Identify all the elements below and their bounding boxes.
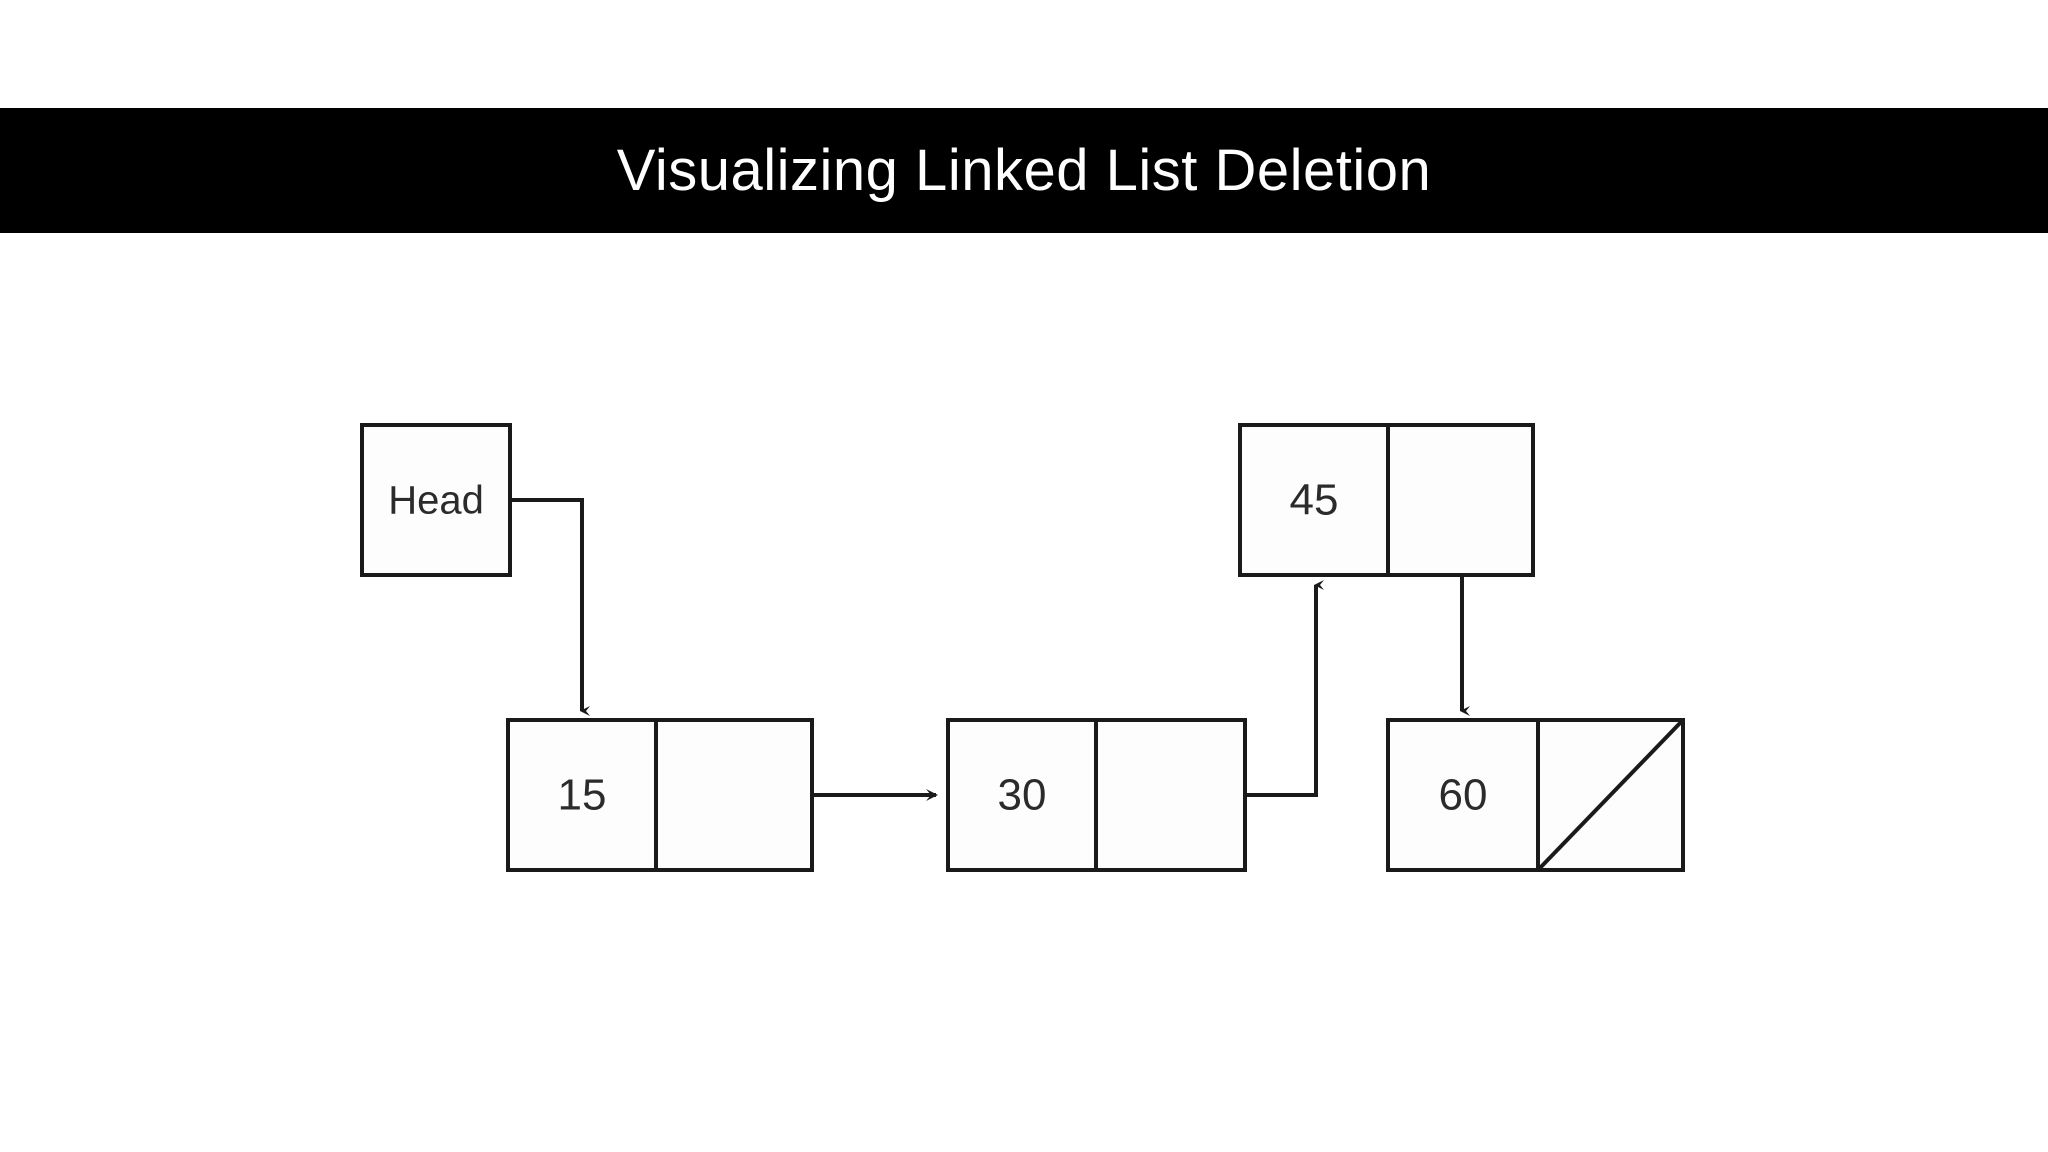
node-15-rect (506, 718, 814, 872)
diagram-svg: Head 15 30 45 60 (360, 423, 1685, 872)
linked-list-diagram: Head 15 30 45 60 (0, 233, 2048, 1152)
node-15: 15 (506, 718, 814, 872)
node-60: 60 (1386, 718, 1685, 872)
node-45: 45 (1238, 423, 1535, 577)
head-label: Head (388, 479, 484, 523)
head-box-rect (360, 423, 512, 577)
head-box: Head (360, 423, 512, 577)
page-title: Visualizing Linked List Deletion (616, 137, 1432, 203)
title-banner: Visualizing Linked List Deletion (0, 108, 2048, 233)
node-45-value: 45 (1290, 476, 1339, 525)
node-30-value: 30 (998, 771, 1047, 820)
node-60-rect (1386, 718, 1685, 872)
node-15-value: 15 (558, 771, 607, 820)
link-head-to-15 (510, 498, 590, 716)
null-pointer-slash-icon (1536, 718, 1685, 872)
node-30: 30 (946, 718, 1247, 872)
link-30-to-45 (1245, 580, 1324, 797)
node-60-value: 60 (1439, 771, 1488, 820)
